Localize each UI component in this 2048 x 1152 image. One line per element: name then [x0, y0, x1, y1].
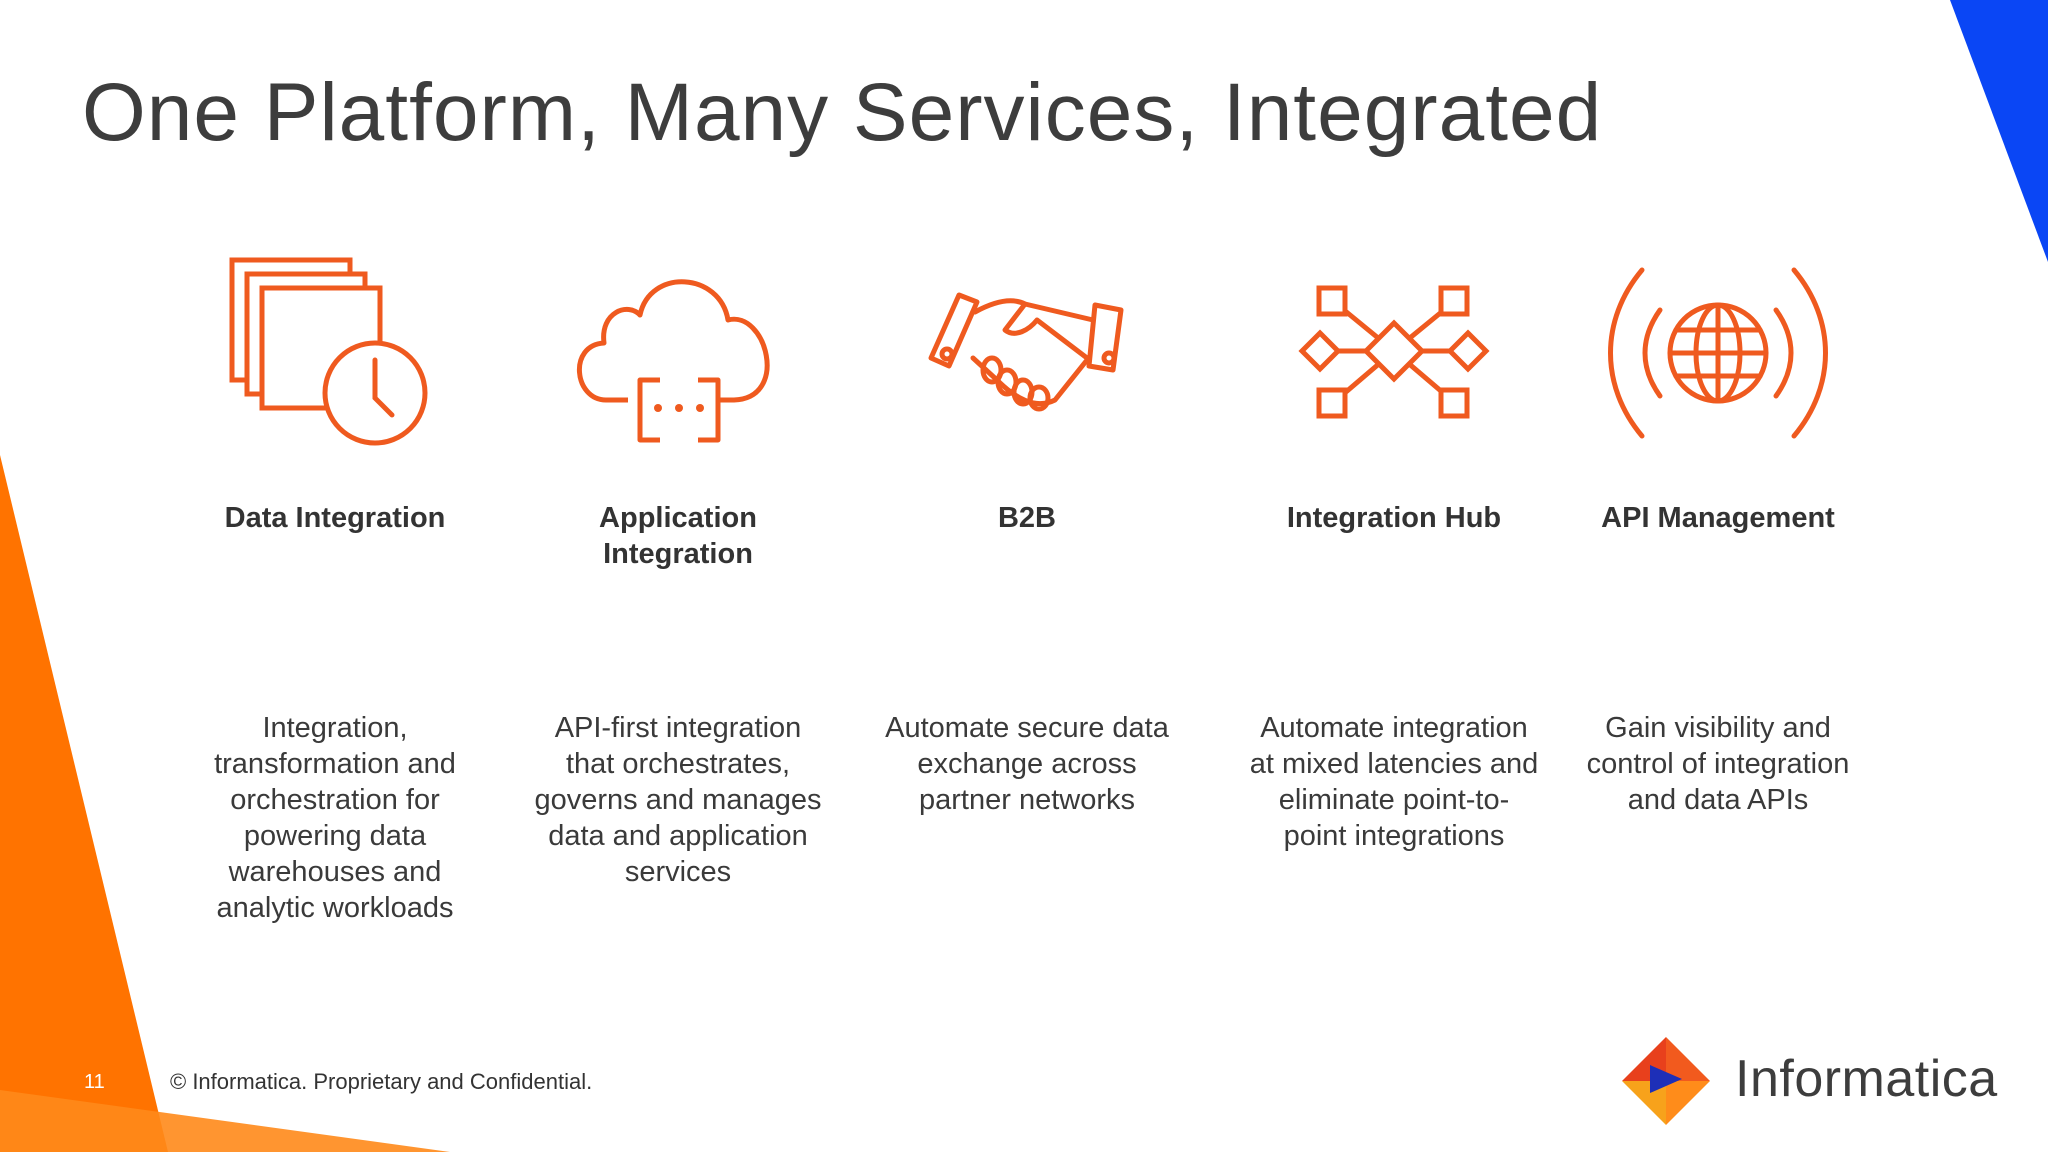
- service-integration-hub: Integration Hub Automate integration at …: [1249, 0, 1539, 1152]
- service-name: B2B: [997, 502, 1056, 534]
- service-description: Automate integration at mixed latencies …: [1249, 712, 1539, 852]
- service-data-integration: Data Integration Integration, transforma…: [190, 0, 480, 1152]
- globe-broadcast-icon: [1608, 267, 1828, 439]
- service-name: Data Integration: [224, 502, 446, 534]
- service-description: Gain visibility and control of integrati…: [1586, 712, 1850, 816]
- service-name: Integration Hub: [1286, 502, 1502, 534]
- service-name: Application Integration: [599, 502, 757, 570]
- cloud-api-icon: [577, 279, 770, 443]
- handshake-icon: [928, 292, 1124, 412]
- slide-title: One Platform, Many Services, Integrated: [82, 67, 1603, 158]
- service-b2b: B2B Automate secure data exchange across…: [882, 0, 1172, 1152]
- bottom-orange-band: [0, 1090, 450, 1152]
- service-description: Automate secure data exchange across par…: [885, 712, 1169, 816]
- informatica-logo-icon: [1622, 1037, 1710, 1125]
- service-description: API-first integration that orchestrates,…: [534, 712, 822, 888]
- left-orange-band: [0, 455, 168, 1152]
- service-name: API Management: [1601, 502, 1835, 534]
- brand-block: Informatica: [1620, 1035, 2020, 1125]
- hub-network-icon: [1298, 285, 1490, 419]
- brand-name: Informatica: [1735, 1050, 1998, 1108]
- page-number: 11: [84, 1071, 105, 1093]
- copyright-notice: © Informatica. Proprietary and Confident…: [170, 1069, 593, 1094]
- top-right-blue-band: [1950, 0, 2048, 262]
- documents-clock-icon: [229, 257, 428, 446]
- service-application-integration: Application Integration API-first integr…: [533, 0, 823, 1152]
- service-description: Integration, transformation and orchestr…: [214, 712, 456, 924]
- service-api-management: API Management Gain visibility and contr…: [1573, 0, 1863, 1152]
